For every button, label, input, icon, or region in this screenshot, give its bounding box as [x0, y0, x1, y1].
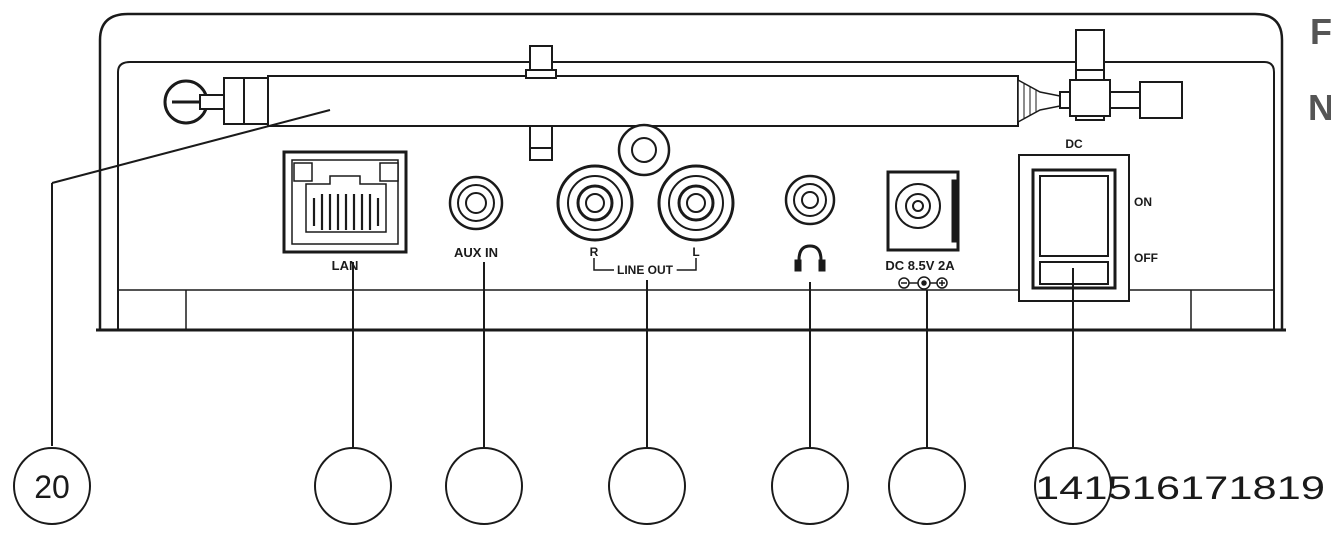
edge-letter-middle: N: [1308, 87, 1331, 128]
callouts: [13, 447, 1112, 525]
callout-dc-circle: [888, 447, 966, 525]
line-out-jacks: [556, 123, 735, 271]
line-out-label: LINE OUT: [617, 263, 674, 277]
polarity-icon: [898, 276, 948, 290]
headphone-icon: [794, 244, 826, 272]
aux-in-jack: [448, 175, 504, 231]
callout-lan-circle: [314, 447, 392, 525]
dc-power-jack: [886, 170, 960, 252]
callout-aux-circle: [445, 447, 523, 525]
line-out-r-label: R: [590, 245, 599, 259]
line-out-l-label: L: [692, 245, 699, 259]
leader-lines: [51, 109, 1074, 448]
switch-on-label: ON: [1134, 195, 1152, 209]
callout-lineout-circle: [608, 447, 686, 525]
switch-off-label: OFF: [1134, 251, 1158, 265]
callout-antenna-circle: [13, 447, 91, 525]
aux-in-label: AUX IN: [454, 245, 498, 260]
callout-switch-circle: [1034, 447, 1112, 525]
telescopic-antenna: [163, 29, 1183, 161]
edge-letter-top: F: [1310, 11, 1331, 52]
headphone-jack: [784, 174, 836, 226]
callout-headphone-circle: [771, 447, 849, 525]
lan-label: LAN: [332, 258, 359, 273]
switch-dc-label: DC: [1065, 137, 1083, 151]
callout-antenna-number: 20: [34, 469, 70, 505]
lan-port: [282, 150, 408, 254]
dc-input-label: DC 8.5V 2A: [885, 258, 955, 273]
callout-row-numbers: 141516171819: [1035, 470, 1325, 506]
